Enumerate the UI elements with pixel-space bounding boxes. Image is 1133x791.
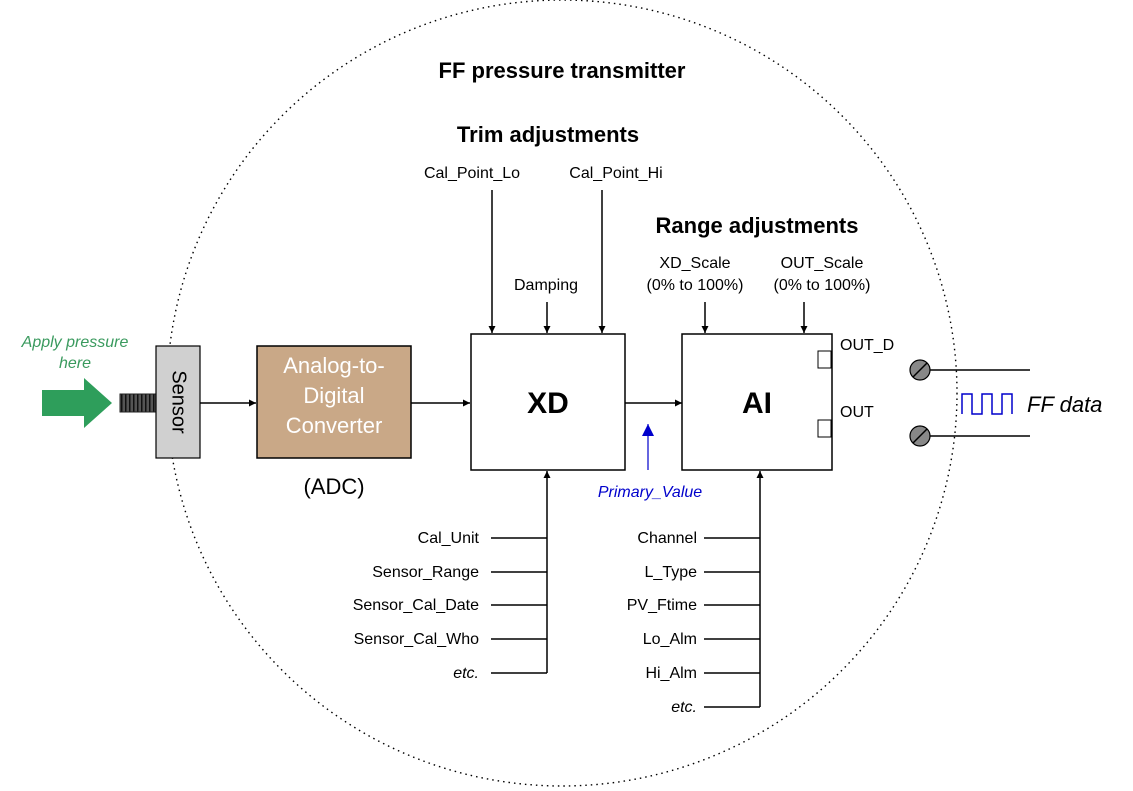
ai-parameter-list: Channel L_Type PV_Ftime Lo_Alm Hi_Alm et…	[627, 530, 760, 716]
svg-text:(0% to 100%): (0% to 100%)	[647, 277, 744, 294]
terminal-screw-icon	[909, 425, 931, 447]
out-d-port	[817, 350, 832, 369]
ai-param-pv-ftime: PV_Ftime	[627, 597, 697, 614]
ai-param-lo-alm: Lo_Alm	[643, 631, 697, 648]
svg-text:(0% to 100%): (0% to 100%)	[774, 277, 871, 294]
ai-block	[681, 333, 833, 471]
cal-point-hi-label: Cal_Point_Hi	[569, 165, 662, 182]
out-scale-label: OUT_Scale (0% to 100%)	[774, 255, 871, 294]
diagram-title: FF pressure transmitter	[439, 58, 686, 83]
adc-abbrev: (ADC)	[303, 474, 364, 499]
out-port	[817, 419, 832, 438]
ai-block-label: AI	[742, 387, 772, 420]
xd-param-sensor-cal-date: Sensor_Cal_Date	[353, 597, 479, 614]
ai-param-l-type: L_Type	[645, 564, 698, 581]
sensor-port-icon	[119, 393, 157, 413]
xd-param-sensor-range: Sensor_Range	[372, 564, 479, 581]
ff-data-label: FF data	[1027, 392, 1102, 417]
out-label: OUT	[840, 404, 874, 421]
sensor-label: Sensor	[168, 370, 190, 434]
pressure-arrow-icon	[42, 378, 112, 428]
svg-text:Apply pressure: Apply pressure	[21, 334, 129, 351]
damping-label: Damping	[514, 277, 578, 294]
adc-label: Analog-to- Digital Converter	[283, 353, 385, 438]
out-d-label: OUT_D	[840, 337, 894, 354]
svg-text:here: here	[59, 355, 91, 372]
xd-parameter-list: Cal_Unit Sensor_Range Sensor_Cal_Date Se…	[353, 530, 547, 682]
digital-signal-icon	[961, 393, 1013, 415]
cal-point-lo-label: Cal_Point_Lo	[424, 165, 520, 182]
terminal-screw-icon	[909, 359, 931, 381]
transmitter-boundary	[166, 0, 958, 787]
primary-value-label: Primary_Value	[598, 484, 702, 501]
ai-param-etc: etc.	[671, 699, 697, 716]
xd-block-label: XD	[527, 387, 569, 420]
xd-param-etc: etc.	[453, 665, 479, 682]
xd-param-sensor-cal-who: Sensor_Cal_Who	[354, 631, 480, 648]
ai-param-hi-alm: Hi_Alm	[645, 665, 697, 682]
xd-scale-label: XD_Scale (0% to 100%)	[647, 255, 744, 294]
svg-text:Converter: Converter	[286, 413, 383, 438]
sensor-body	[155, 345, 201, 459]
adc-block	[256, 345, 412, 459]
apply-pressure-label: Apply pressure here	[21, 334, 129, 372]
xd-block	[470, 333, 626, 471]
ai-param-channel: Channel	[637, 530, 697, 547]
svg-text:XD_Scale: XD_Scale	[659, 255, 730, 272]
xd-param-cal-unit: Cal_Unit	[418, 530, 480, 547]
svg-text:Analog-to-: Analog-to-	[283, 353, 385, 378]
trim-adjustments-heading: Trim adjustments	[457, 122, 639, 147]
svg-text:Digital: Digital	[303, 383, 364, 408]
svg-text:OUT_Scale: OUT_Scale	[781, 255, 864, 272]
range-adjustments-heading: Range adjustments	[656, 213, 859, 238]
